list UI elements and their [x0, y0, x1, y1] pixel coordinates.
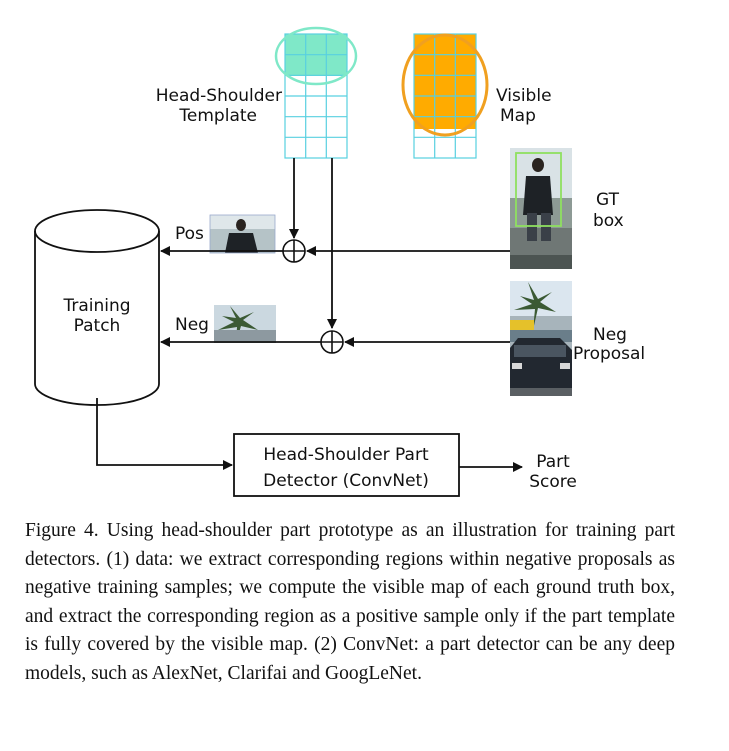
score-label-line1: Part — [536, 452, 570, 472]
training-label-line2: Patch — [74, 316, 121, 336]
gt-box-outline — [515, 152, 562, 227]
detector-box — [233, 433, 460, 497]
training-to-detector-arrow — [96, 398, 233, 470]
visible-label-line1: Visible — [496, 86, 552, 106]
neg-proposal-line1: Neg — [593, 325, 627, 345]
gt-photo — [510, 148, 572, 269]
template-grid — [284, 33, 348, 159]
detector-label-line2: Detector (ConvNet) — [263, 471, 429, 491]
neg-patch — [214, 305, 276, 343]
visible-map — [401, 33, 489, 159]
neg-label: Neg — [175, 315, 209, 335]
visible-ellipse — [401, 33, 489, 137]
pos-patch — [209, 214, 276, 254]
training-label-line1: Training — [62, 296, 130, 316]
pos-label: Pos — [175, 224, 204, 244]
detector-label-line1: Head-Shoulder Part — [263, 445, 429, 465]
visible-filled-region — [414, 34, 476, 129]
template-ellipse — [274, 26, 358, 86]
template-label-line2: Template — [178, 106, 257, 126]
head-shoulder-template — [274, 26, 358, 159]
gt-label-line2: box — [593, 211, 624, 231]
figure-caption: Figure 4. Using head-shoulder part proto… — [25, 520, 675, 684]
neg-combine-icon — [320, 330, 344, 354]
gt-label-line1: GT — [596, 190, 620, 210]
template-label-line1: Head-Shoulder — [156, 86, 282, 106]
neg-proposal-line2: Proposal — [573, 344, 645, 364]
diagram: Head-Shoulder Template Visible Map GT bo… — [34, 26, 645, 497]
visible-label-line2: Map — [500, 106, 536, 126]
neg-proposal-photo — [510, 281, 572, 396]
score-label-line2: Score — [529, 472, 577, 492]
pos-combine-icon — [282, 239, 306, 263]
